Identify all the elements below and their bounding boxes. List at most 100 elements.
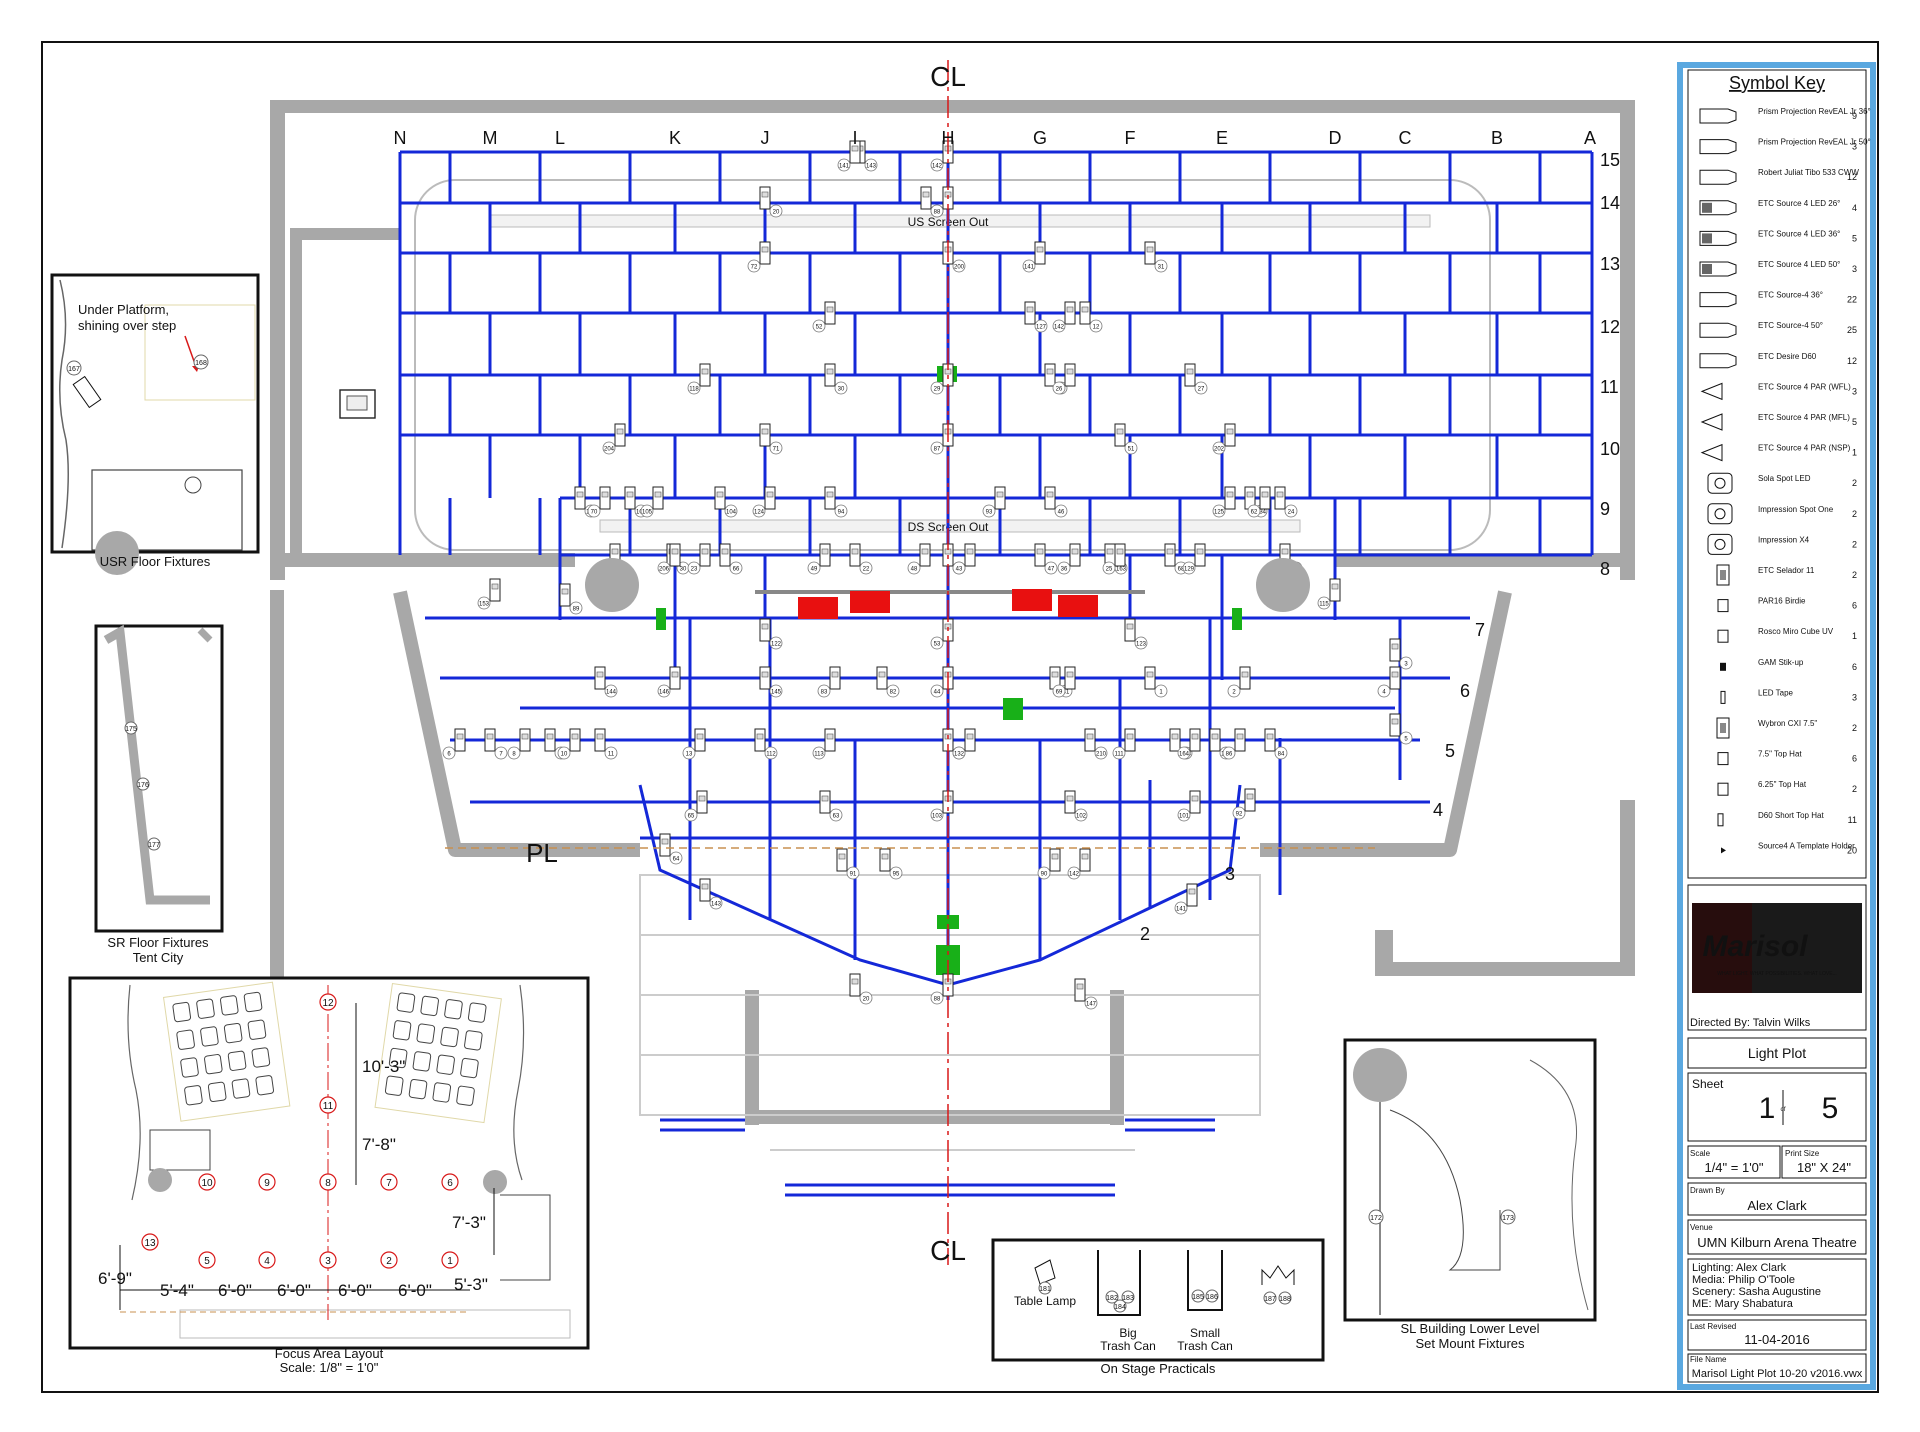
fixture-unit: 2 [1227,666,1251,698]
usr-inset-title: USR Floor Fixtures [100,554,211,569]
fixture-channel: 90 [1041,872,1048,878]
usr-unit-a: 167 [68,366,80,373]
fixture-unit: 22 [849,543,873,575]
fixture-channel: 92 [1236,812,1243,818]
drawing-title: Light Plot [1748,1045,1806,1061]
fixture-channel: 3 [1404,662,1408,668]
focus-area-marker [380,1173,398,1191]
fixture-unit: 83 [817,666,841,698]
sr-unit-b: 176 [137,782,149,789]
print-label: Print Size [1785,1149,1820,1158]
sheet-of: of [1780,1107,1785,1113]
fixture-channel: 69 [1056,690,1063,696]
fixture-channel: 20 [773,210,780,216]
fixture-unit: 92 [1232,788,1256,820]
symbol-key-name: D60 Short Top Hat [1758,811,1824,820]
symbol-key-name: Prism Projection RevEAL Jr 50° [1758,138,1871,147]
focus-area-marker [198,1173,216,1191]
row-number-9: 9 [1600,499,1610,519]
symbol-key-name: Impression X4 [1758,535,1810,544]
fixture-channel: 49 [811,567,818,573]
fixture-channel: 204 [604,447,615,453]
symbol-key-name: ETC Source 4 LED 36° [1758,229,1840,238]
symbol-key-name: ETC Source-4 50° [1758,321,1823,330]
focus-area-number: 8 [325,1178,331,1189]
focus-area-number: 4 [264,1256,270,1267]
symbol-key-row: ETC Source 4 LED 26°4 [1699,199,1857,216]
symbol-key-row: ETC Source 4 LED 36°5 [1699,229,1857,246]
symbol-key-count: 1 [1852,448,1857,458]
row-number-12: 12 [1600,317,1620,337]
dim-7-3: 7'-3" [452,1213,486,1232]
fixture-unit: 10 [557,728,581,760]
fixture-unit: 164 [1177,728,1201,760]
fixture-channel: 29 [934,387,941,393]
fixture-unit: 30 [824,363,848,395]
focus-area-number: 10 [201,1178,213,1189]
focus-area-number: 1 [447,1256,453,1267]
fixture-unit: 43 [952,543,976,575]
fixture-unit: 20 [759,186,783,218]
symbol-key-count: 22 [1847,295,1857,305]
fixture-channel: 153 [479,602,490,608]
fixture-unit: 86 [1222,728,1246,760]
fixture-channel: 30 [838,387,845,393]
fixture-unit: 3 [1389,638,1413,670]
fixture-channel: 8 [512,752,516,758]
symbol-key-count: 3 [1852,692,1857,702]
symbol-key-row: ETC Source 4 PAR (MFL)5 [1700,413,1857,431]
profile-icon [1699,169,1737,185]
fixture-channel: 24 [1288,510,1295,516]
centerline-label-bottom: CL [930,1235,966,1266]
fixture-channel: 91 [850,872,857,878]
fixture-channel: 13 [686,752,693,758]
fixture-unit: 206 [657,543,681,575]
fixture-unit: 141 [837,140,861,172]
fixture-channel: 51 [1128,447,1135,453]
fixture-channel: 71 [773,447,780,453]
revised-value: 11-04-2016 [1744,1332,1810,1347]
scroller-icon [1716,717,1730,739]
symbol-key-name: ETC Source 4 LED 50° [1758,260,1840,269]
fixture-channel: 23 [691,567,698,573]
fixture-unit: 7 [484,728,508,760]
cube-icon [1717,629,1729,643]
fixture-channel: 147 [1086,1002,1097,1008]
fixture-unit: 124 [752,486,776,518]
fixture-unit: 144 [594,666,618,698]
fixture-channel: 5 [1404,737,1408,743]
fixture-unit: 103 [930,790,954,822]
fixture-channel: 84 [1278,752,1285,758]
fixture-unit: 111 [1112,728,1136,760]
focus-area-marker [319,1173,337,1191]
fixture-unit: 132 [952,728,976,760]
symbol-key-name: ETC Source-4 36° [1758,291,1823,300]
symbol-key-count: 4 [1852,203,1857,213]
fixture-channel: 30 [680,567,687,573]
ellipsoidal-icon [1699,108,1737,124]
symbol-key-count: 20 [1847,845,1857,855]
symbol-key-name: ETC Source 4 PAR (WFL) [1758,382,1851,391]
fixture-channel: 68 [1178,567,1185,573]
fixture-channel: 89 [573,607,580,613]
fixture-channel: 6 [447,752,451,758]
symbol-key-count: 25 [1847,325,1857,335]
fixture-unit: 27 [1184,363,1208,395]
row-number-15: 15 [1600,150,1620,170]
symbol-key-count: 6 [1852,601,1857,611]
usr-unit-b: 168 [195,360,207,367]
symbol-key-row: Wybron CXI 7.5"2 [1716,717,1857,739]
fixture-unit: 143 [699,878,723,910]
focus-area-number: 13 [144,1238,156,1249]
small-trash-2: Trash Can [1177,1339,1233,1353]
symbol-key-name: PAR16 Birdie [1758,597,1806,606]
fixture-channel: 41 [1063,690,1070,696]
credit-media: Media: Philip O'Toole [1692,1274,1795,1286]
column-letter-m: M [483,128,498,148]
fixture-channel: 111 [1114,752,1124,758]
column-letter-g: G [1033,128,1047,148]
fixture-channel: 20 [863,997,870,1003]
